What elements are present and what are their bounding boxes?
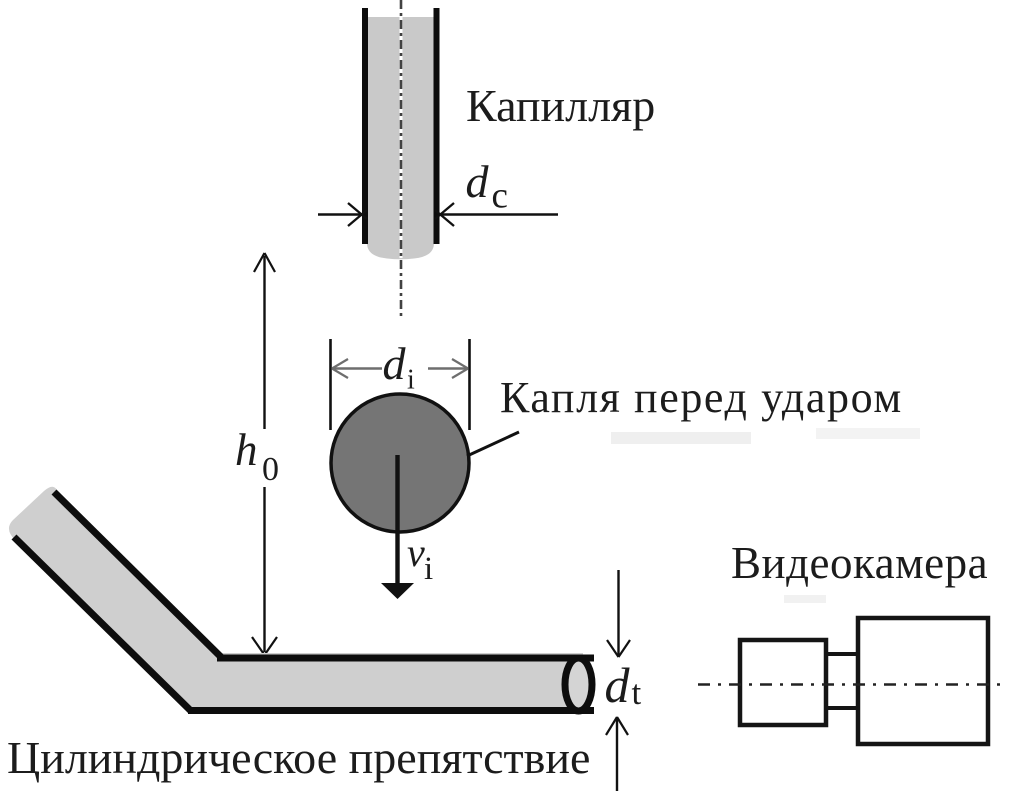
svg-text:0: 0 — [262, 451, 279, 488]
svg-text:t: t — [632, 673, 642, 712]
svg-text:d: d — [383, 338, 407, 389]
svg-text:Капилляр: Капилляр — [466, 80, 655, 131]
svg-text:i: i — [424, 551, 433, 587]
svg-text:Капля перед ударом: Капля перед ударом — [500, 373, 903, 422]
svg-text:d: d — [605, 657, 631, 713]
svg-text:Видеокамера: Видеокамера — [731, 538, 988, 588]
svg-text:d: d — [466, 156, 490, 207]
svg-text:i: i — [407, 365, 415, 396]
svg-text:h: h — [235, 425, 258, 475]
svg-text:v: v — [407, 530, 425, 575]
svg-text:c: c — [492, 176, 508, 217]
svg-text:Цилиндрическое препятствие: Цилиндрическое препятствие — [7, 732, 590, 783]
